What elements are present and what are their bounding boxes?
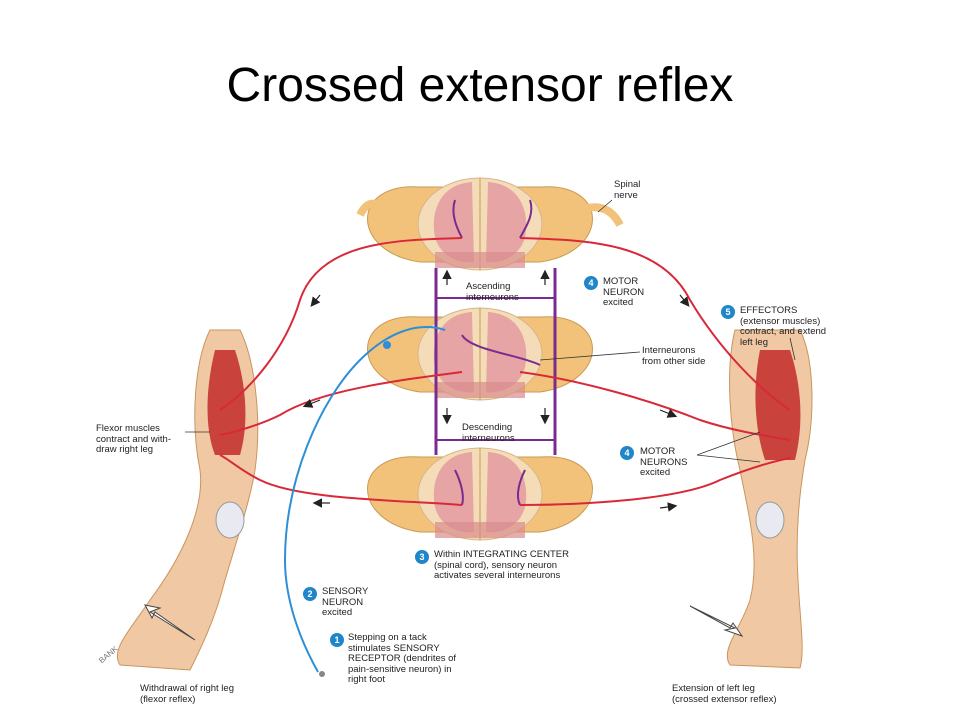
left-leg-illustration (726, 329, 813, 669)
spinal-nerve-top-left (356, 199, 398, 223)
label-interneurons-other-side: Interneurons from other side (642, 345, 706, 367)
step-badge-5: 5 (721, 305, 735, 319)
label-ascending-interneurons: Ascending interneurons (466, 281, 519, 303)
leader-lines (185, 199, 796, 463)
movement-arrows (144, 604, 744, 641)
label-descending-interneurons: Descending interneurons (462, 422, 515, 444)
label-withdrawal: Withdrawal of right leg (flexor reflex) (140, 683, 234, 705)
step-text-4a: MOTOR NEURON excited (603, 276, 645, 308)
tack-receptor (319, 671, 325, 677)
step-badge-1: 1 (330, 633, 344, 647)
interneurons-in-cord (452, 199, 541, 506)
spinal-cord-section-top (367, 177, 593, 271)
label-extension: Extension of left leg (crossed extensor … (672, 683, 777, 705)
motor-neuron-pathways (219, 237, 791, 506)
step-text-1: Stepping on a tack stimulates SENSORY RE… (348, 632, 457, 685)
interneuron-columns (434, 268, 557, 455)
step-badge-4a: 4 (584, 276, 598, 290)
sensory-neuron (283, 326, 446, 673)
step-text-4b: MOTOR NEURONS excited (640, 446, 688, 478)
step-badge-3: 3 (415, 550, 429, 564)
step-badge-2: 2 (303, 587, 317, 601)
right-leg-illustration (116, 329, 259, 671)
step-text-3: Within INTEGRATING CENTER (spinal cord),… (434, 549, 569, 581)
spinal-nerve-top-right (562, 203, 624, 228)
pathway-arrows (302, 294, 690, 512)
step-badge-4b: 4 (620, 446, 634, 460)
label-flexor-muscles: Flexor muscles contract and with- draw r… (96, 423, 171, 455)
label-spinal-nerve: Spinal nerve (614, 179, 641, 201)
column-arrows (442, 269, 550, 425)
spinal-cord-section-middle (367, 307, 593, 401)
step-text-2: SENSORY NEURON excited (322, 586, 369, 618)
dorsal-root-ganglion (383, 341, 391, 349)
step-text-5: EFFECTORS (extensor muscles) contract, a… (740, 305, 827, 348)
spinal-cord-section-bottom (367, 447, 593, 541)
slide-title: Crossed extensor reflex (226, 59, 734, 112)
